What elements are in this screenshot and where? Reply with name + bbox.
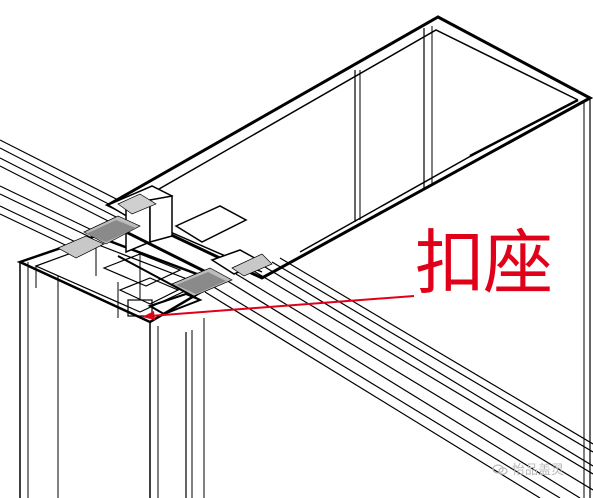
mullion-front (16, 234, 221, 498)
annotation-leader (142, 295, 415, 320)
wechat-icon (492, 464, 508, 476)
leader-arrowhead (142, 311, 155, 320)
transom-left (0, 139, 131, 253)
annotation-label: 扣座 (415, 222, 553, 304)
transom-right (204, 257, 593, 498)
watermark-text: 怡品盖灵 (512, 463, 565, 478)
leader-line (149, 295, 415, 317)
gasket-hatching (57, 193, 273, 297)
watermark: 怡品盖灵 (492, 459, 564, 478)
